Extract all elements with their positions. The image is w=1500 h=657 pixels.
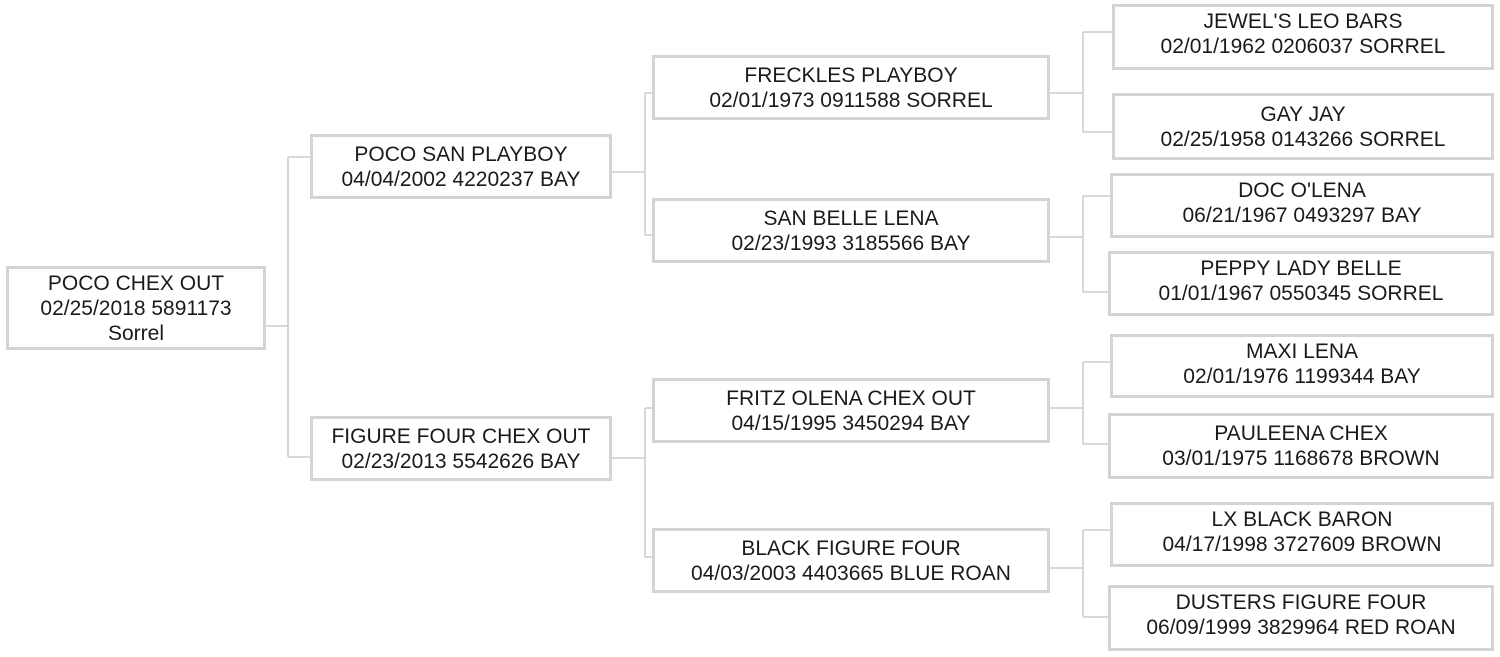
horse-g3-3: DOC O'LENA 06/21/1967 0493297 BAY: [1110, 173, 1494, 238]
horse-details: 02/01/1962 0206037 SORREL: [1160, 35, 1446, 58]
horse-details: 02/23/1993 3185566 BAY: [731, 231, 971, 255]
horse-name: PAULEENA CHEX: [1214, 422, 1388, 445]
horse-name: DOC O'LENA: [1238, 179, 1366, 202]
horse-name: FRECKLES PLAYBOY: [744, 63, 958, 87]
horse-details: 02/25/1958 0143266 SORREL: [1160, 127, 1446, 151]
horse-name: DUSTERS FIGURE FOUR: [1175, 591, 1427, 614]
horse-g3-5: MAXI LENA 02/01/1976 1199344 BAY: [1110, 334, 1494, 398]
horse-name: PEPPY LADY BELLE: [1200, 257, 1402, 280]
horse-g3-4: PEPPY LADY BELLE 01/01/1967 0550345 SORR…: [1108, 251, 1494, 316]
horse-name: BLACK FIGURE FOUR: [741, 536, 961, 560]
horse-details: 03/01/1975 1168678 BROWN: [1162, 447, 1440, 470]
horse-sire-dam: SAN BELLE LENA 02/23/1993 3185566 BAY: [652, 198, 1050, 263]
horse-dam: FIGURE FOUR CHEX OUT 02/23/2013 5542626 …: [310, 416, 612, 481]
horse-details: 04/04/2002 4220237 BAY: [341, 167, 581, 191]
horse-details: 04/17/1998 3727609 BROWN: [1162, 533, 1442, 556]
connector-sire: [611, 92, 653, 236]
horse-g3-8: DUSTERS FIGURE FOUR 06/09/1999 3829964 R…: [1108, 585, 1494, 651]
horse-dam-dam: BLACK FIGURE FOUR 04/03/2003 4403665 BLU…: [652, 528, 1050, 593]
horse-details: 06/09/1999 3829964 RED ROAN: [1146, 616, 1456, 639]
horse-name: MAXI LENA: [1245, 340, 1359, 363]
horse-color: Sorrel: [107, 321, 165, 345]
horse-dam-sire: FRITZ OLENA CHEX OUT 04/15/1995 3450294 …: [652, 378, 1050, 443]
horse-name: FRITZ OLENA CHEX OUT: [726, 386, 976, 410]
horse-details: 01/01/1967 0550345 SORREL: [1158, 282, 1444, 305]
horse-name: SAN BELLE LENA: [763, 206, 939, 230]
horse-root: POCO CHEX OUT 02/25/2018 5891173 Sorrel: [6, 266, 266, 350]
horse-g3-2: GAY JAY 02/25/1958 0143266 SORREL: [1112, 93, 1494, 160]
connector-dam-sire: [1048, 361, 1111, 445]
connector-dam: [611, 407, 653, 558]
horse-g3-6: PAULEENA CHEX 03/01/1975 1168678 BROWN: [1108, 413, 1494, 479]
horse-details: 02/25/2018 5891173: [40, 296, 232, 320]
horse-sire-sire: FRECKLES PLAYBOY 02/01/1973 0911588 SORR…: [652, 55, 1050, 120]
horse-details: 04/03/2003 4403665 BLUE ROAN: [691, 561, 1011, 585]
connector-dam-dam: [1048, 529, 1111, 618]
horse-name: POCO SAN PLAYBOY: [354, 142, 568, 166]
horse-name: POCO CHEX OUT: [47, 271, 225, 295]
horse-name: LX BLACK BARON: [1211, 508, 1393, 531]
horse-details: 04/15/1995 3450294 BAY: [731, 411, 971, 435]
horse-sire: POCO SAN PLAYBOY 04/04/2002 4220237 BAY: [310, 134, 612, 199]
horse-g3-1: JEWEL'S LEO BARS 02/01/1962 0206037 SORR…: [1112, 4, 1494, 70]
horse-g3-7: LX BLACK BARON 04/17/1998 3727609 BROWN: [1110, 502, 1494, 567]
connector-sire-dam: [1048, 195, 1111, 293]
connector-root: [265, 156, 311, 458]
horse-name: FIGURE FOUR CHEX OUT: [331, 424, 591, 448]
connector-sire-sire: [1048, 31, 1113, 133]
horse-name: GAY JAY: [1260, 102, 1346, 126]
horse-name: JEWEL'S LEO BARS: [1203, 10, 1403, 33]
horse-details: 02/01/1976 1199344 BAY: [1183, 365, 1421, 388]
horse-details: 06/21/1967 0493297 BAY: [1182, 204, 1422, 227]
horse-details: 02/23/2013 5542626 BAY: [341, 449, 581, 473]
horse-details: 02/01/1973 0911588 SORREL: [709, 88, 993, 112]
